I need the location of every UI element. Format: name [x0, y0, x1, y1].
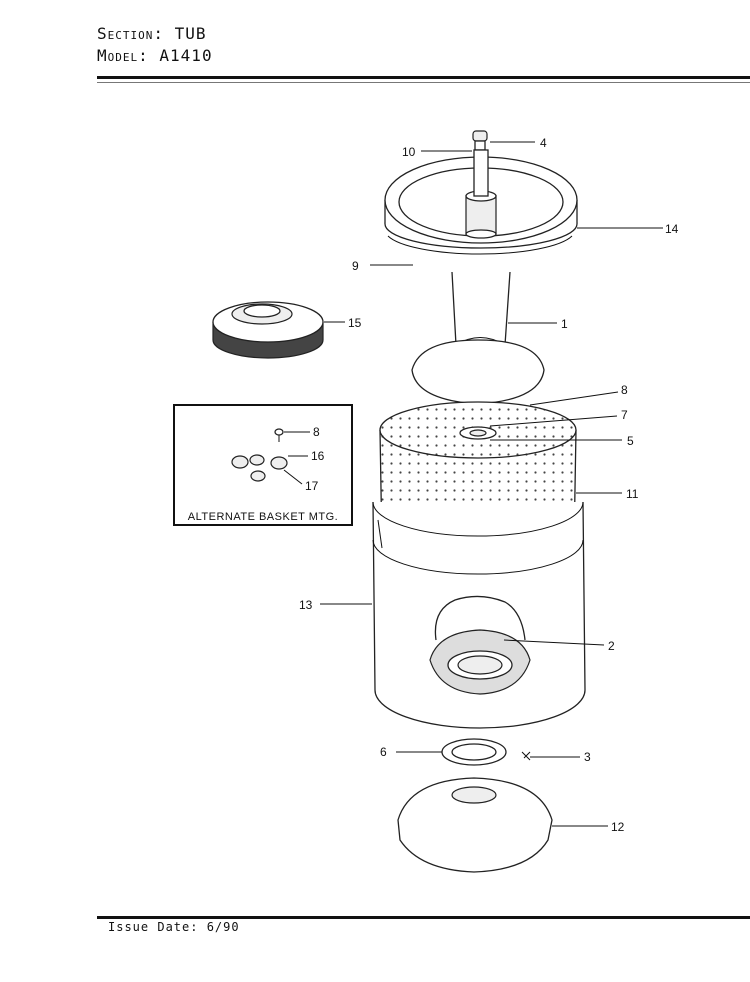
callout-9: 9 [352, 259, 359, 273]
inset-alternate-basket-mtg: ALTERNATE BASKET MTG. 8 16 17 [173, 404, 353, 526]
part-9-gasket [387, 235, 573, 255]
model-line: Model: A1410 [97, 46, 213, 65]
callout-4: 4 [540, 136, 547, 150]
issue-date: Issue Date: 6/90 [108, 920, 240, 934]
callout-12: 12 [611, 820, 625, 834]
callout-16: 16 [311, 449, 325, 463]
callout-7: 7 [621, 408, 628, 422]
section-line: Section: TUB [97, 24, 207, 43]
part-2-drain-assembly [429, 595, 531, 695]
callout-2: 2 [608, 639, 615, 653]
callout-10: 10 [402, 145, 416, 159]
callout-3: 3 [584, 750, 591, 764]
header-rule-thin [97, 82, 750, 83]
part-3-screw [521, 751, 531, 761]
section-key: Section: [97, 24, 165, 43]
callout-6: 6 [380, 745, 387, 759]
callout-14: 14 [665, 222, 679, 236]
part-14-tub-ring [384, 149, 578, 249]
part-15-balance-ring [212, 301, 324, 359]
callout-8: 8 [621, 383, 628, 397]
callout-8-inset: 8 [313, 425, 320, 439]
model-key: Model: [97, 46, 149, 65]
callout-5: 5 [627, 434, 634, 448]
callout-17: 17 [305, 479, 319, 493]
section-value: TUB [174, 24, 207, 43]
header-rule [97, 76, 750, 79]
callout-13: 13 [299, 598, 313, 612]
part-6-gasket-ring [441, 738, 507, 766]
model-value: A1410 [159, 46, 213, 65]
inset-title: ALTERNATE BASKET MTG. [188, 511, 338, 523]
callout-11: 11 [626, 487, 639, 501]
callout-1: 1 [561, 317, 568, 331]
part-8-cover [411, 339, 545, 405]
callout-15: 15 [348, 316, 362, 330]
part-4-cap [472, 130, 488, 151]
part-12-base-cover [397, 777, 553, 873]
footer-rule [97, 916, 750, 919]
